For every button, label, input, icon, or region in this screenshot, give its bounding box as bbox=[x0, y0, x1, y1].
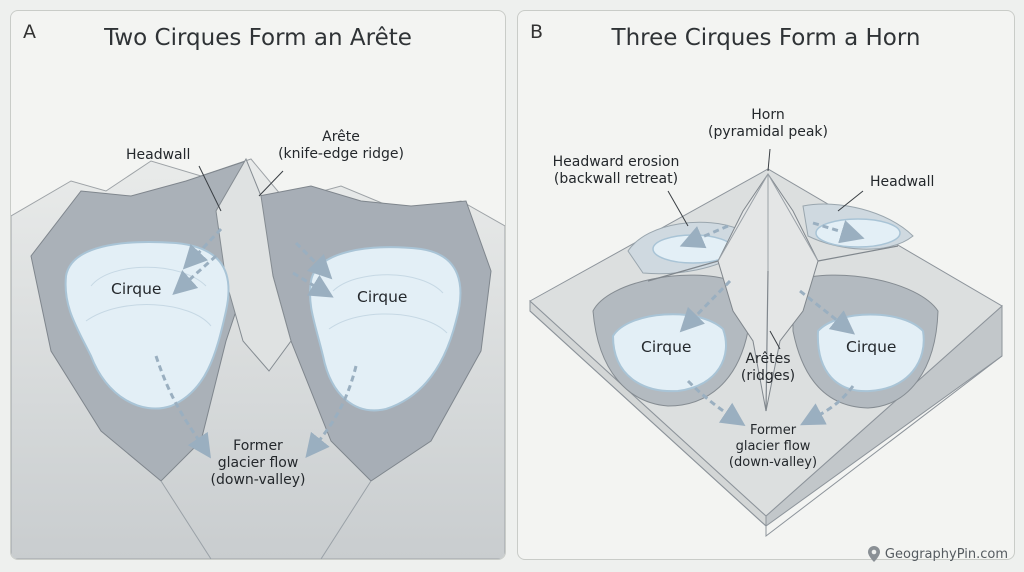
label-horn-line2: (pyramidal peak) bbox=[708, 124, 828, 140]
headwall-leader bbox=[837, 190, 864, 212]
right-cirque-ice bbox=[309, 246, 462, 412]
label-flow-line1: Former bbox=[233, 438, 283, 454]
label-aretes-line2: (ridges) bbox=[740, 368, 796, 384]
panel-a-letter: A bbox=[23, 21, 36, 43]
arete-ridge bbox=[215, 157, 292, 372]
panel-a: A Two Cirques Form an Arête Headwall Arê… bbox=[10, 10, 506, 560]
label-arete-line2: (knife-edge ridge) bbox=[278, 146, 404, 162]
label-erosion-line1: Headward erosion bbox=[552, 154, 680, 170]
label-flow-line1: Former bbox=[749, 423, 797, 438]
arete-ridges bbox=[647, 245, 899, 412]
panel-b: B Three Cirques Form a Horn Horn (pyrami… bbox=[517, 10, 1015, 560]
label-horn-line1: Horn bbox=[751, 107, 785, 123]
flow-arrows bbox=[154, 227, 358, 459]
erosion-leader bbox=[667, 190, 689, 227]
label-arete: Arête (knife-edge ridge) bbox=[276, 129, 406, 163]
brand-footer: GeographyPin.com bbox=[867, 546, 1008, 562]
label-cirque-left: Cirque bbox=[111, 280, 162, 298]
label-glacier-flow: Former glacier flow (down-valley) bbox=[718, 423, 828, 471]
horn-leader bbox=[767, 148, 771, 172]
label-aretes: Arêtes (ridges) bbox=[733, 351, 803, 385]
panel-a-title: Two Cirques Form an Arête bbox=[104, 25, 412, 51]
arete-leader bbox=[258, 170, 284, 197]
label-cirque-right: Cirque bbox=[357, 288, 408, 306]
label-flow-line3: (down-valley) bbox=[728, 455, 818, 470]
label-horn: Horn (pyramidal peak) bbox=[703, 107, 833, 141]
label-glacier-flow: Former glacier flow (down-valley) bbox=[203, 438, 313, 489]
cirque-lower-left-ice bbox=[611, 313, 727, 393]
label-headwall: Headwall bbox=[126, 147, 191, 163]
label-cirque-left: Cirque bbox=[641, 338, 692, 356]
label-headward-erosion: Headward erosion (backwall retreat) bbox=[546, 154, 686, 188]
horn-illustration bbox=[529, 148, 1003, 538]
headwall-leader bbox=[198, 165, 222, 212]
brand-text: GeographyPin.com bbox=[884, 546, 1008, 562]
label-flow-line3: (down-valley) bbox=[210, 472, 306, 488]
label-headwall: Headwall bbox=[870, 174, 935, 190]
flow-arrows bbox=[679, 220, 865, 426]
arete-illustration bbox=[11, 157, 505, 559]
label-cirque-right: Cirque bbox=[846, 338, 897, 356]
map-pin-icon bbox=[867, 546, 880, 562]
label-aretes-line1: Arêtes bbox=[745, 351, 791, 367]
label-erosion-line2: (backwall retreat) bbox=[553, 171, 679, 187]
label-flow-line2: glacier flow bbox=[735, 439, 811, 454]
label-arete-line1: Arête bbox=[322, 129, 360, 145]
label-flow-line2: glacier flow bbox=[217, 455, 299, 471]
aretes-leader bbox=[769, 330, 781, 350]
panel-b-title: Three Cirques Form a Horn bbox=[611, 25, 921, 51]
panel-b-letter: B bbox=[530, 21, 544, 43]
